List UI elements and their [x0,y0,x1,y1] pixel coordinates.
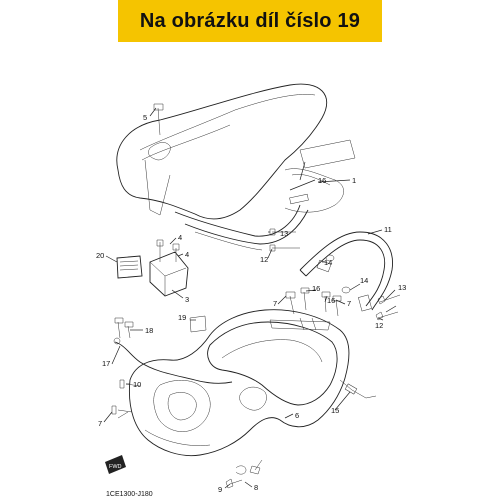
callout-12a: 12 [260,255,268,264]
seat [116,83,344,251]
callout-10: 10 [133,380,141,389]
callout-9: 9 [218,485,222,494]
seat-sheet [299,139,356,169]
banner-text: Na obrázku díl číslo 19 [139,9,361,32]
diagram-code: 1CE1300-J180 [106,491,153,498]
callout-11: 11 [384,225,392,234]
callout-15: 15 [331,406,339,415]
callout-3: 3 [185,295,189,304]
storage-box [117,309,350,457]
callout-5: 5 [143,113,147,122]
callout-14b: 14 [360,276,368,285]
callout-8: 8 [254,483,258,492]
callout-12b: 12 [375,321,383,330]
callout-19: 19 [178,313,186,322]
seat-hinge [149,239,189,297]
callout-7b: 7 [347,299,351,308]
label-19 [189,315,207,333]
callout-17: 17 [102,359,110,368]
cable-17 [114,341,233,384]
callout-13b: 13 [398,283,406,292]
fwd-label: FWD [109,464,122,470]
callout-14a: 14 [324,258,332,267]
callout-16b: 16 [327,296,335,305]
callout-20: 20 [96,251,104,260]
fwd-arrow: FWD [105,455,126,474]
callout-2: 16 [318,176,326,185]
callout-7c: 7 [98,419,102,428]
grab-bar [299,231,393,312]
callout-16a: 16 [312,284,320,293]
callout-7a: 7 [273,299,277,308]
callout-4a: 4 [178,233,182,242]
bolts-grab-bar [269,228,401,321]
label-card-20 [116,255,143,279]
callout-6: 6 [295,411,299,420]
callout-4b: 4 [185,250,189,259]
part-number-banner: Na obrázku díl číslo 19 [118,0,382,42]
callout-1: 1 [352,176,356,185]
bolt-5 [153,103,164,136]
callout-18: 18 [145,326,153,335]
callout-13a: 13 [280,229,288,238]
